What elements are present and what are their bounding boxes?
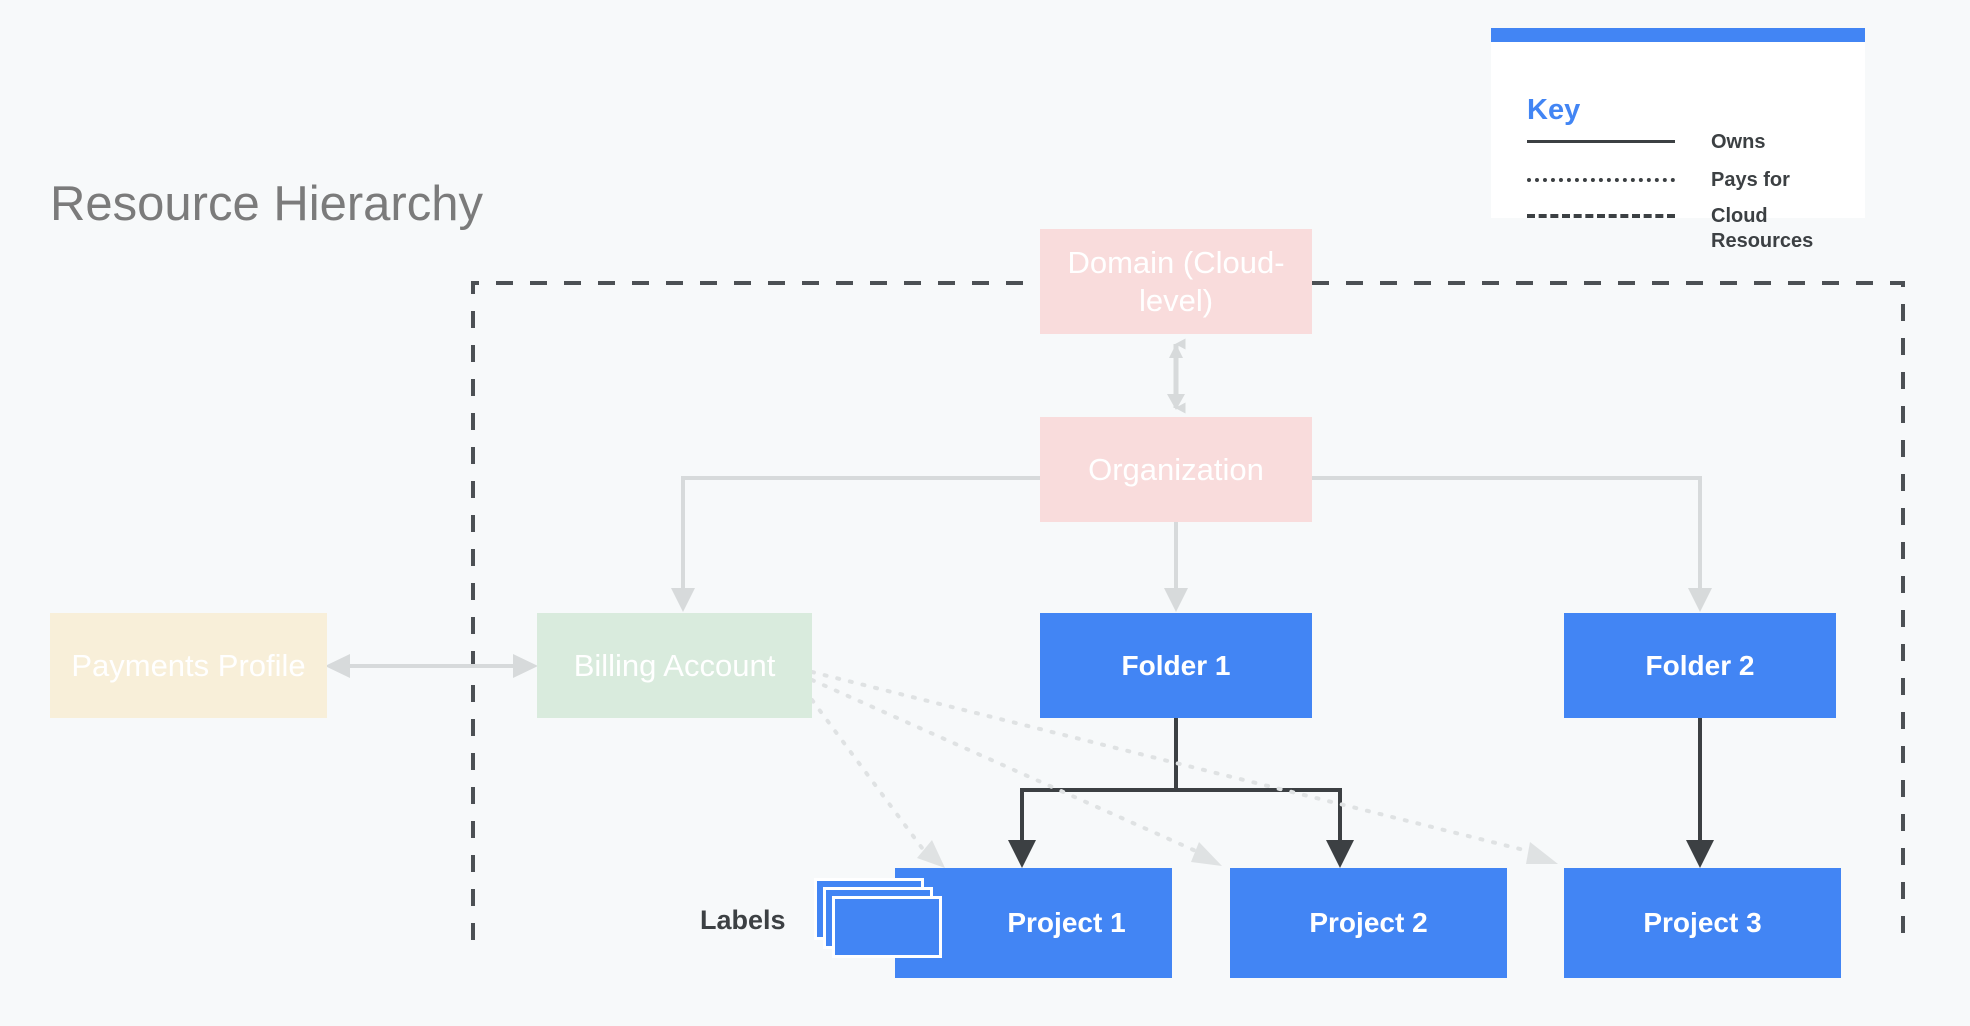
edge-billing-project1 [810,698,945,868]
node-folder-2-label: Folder 2 [1645,649,1755,681]
key-row-cloud-resources: Cloud Resources [1527,204,1847,254]
key-row-owns: Owns [1527,130,1847,155]
page-title: Resource Hierarchy [50,177,483,231]
node-project-2-label: Project 2 [1309,907,1428,939]
key-label-pays-for: Pays for [1711,169,1790,191]
node-payments-profile[interactable]: Payments Profile [50,613,327,718]
node-folder-1[interactable]: Folder 1 [1040,613,1312,718]
label-card-front [832,896,942,958]
node-payments-profile-label: Payments Profile [71,647,306,683]
key-title: Key [1527,94,1581,126]
node-billing-account-label: Billing Account [573,647,776,683]
key-label-owns: Owns [1711,131,1766,153]
edge-organization-folder1 [1164,522,1188,612]
key-sample-solid-icon [1527,140,1675,143]
node-project-3-label: Project 3 [1643,907,1762,939]
cloud-resources-boundary [471,281,1905,940]
edge-organization-folder2 [1312,476,1712,612]
node-project-3[interactable]: Project 3 [1564,868,1841,978]
edge-domain-organization [1167,338,1186,414]
key-row-pays-for: Pays for [1527,168,1847,193]
labels-stack-icon[interactable] [814,878,942,968]
edge-folder2-project3 [1686,718,1714,868]
key-label-cloud-resources: Cloud Resources [1711,205,1814,252]
labels-annotation-text: Labels [700,905,786,935]
node-billing-account[interactable]: Billing Account [537,613,812,718]
node-folder-1-label: Folder 1 [1121,649,1231,681]
node-project-1-label: Project 1 [1007,907,1126,939]
edge-payments-billing [325,654,538,678]
node-project-2[interactable]: Project 2 [1230,868,1507,978]
key-sample-dotted-icon [1527,178,1675,182]
key-legend: Key Owns Pays for Cloud Resources [1491,28,1865,252]
node-organization-label: Organization [1088,451,1264,487]
key-accent-bar [1491,28,1865,42]
node-folder-2[interactable]: Folder 2 [1564,613,1836,718]
node-organization[interactable]: Organization [1040,417,1312,522]
edge-organization-billing-account [671,476,1040,612]
key-sample-dashed-icon [1527,214,1675,218]
node-domain[interactable]: Domain (Cloud-level) [1040,229,1312,334]
node-domain-label: Domain (Cloud-level) [1067,245,1285,318]
edge-folder1-projects [1008,718,1354,868]
